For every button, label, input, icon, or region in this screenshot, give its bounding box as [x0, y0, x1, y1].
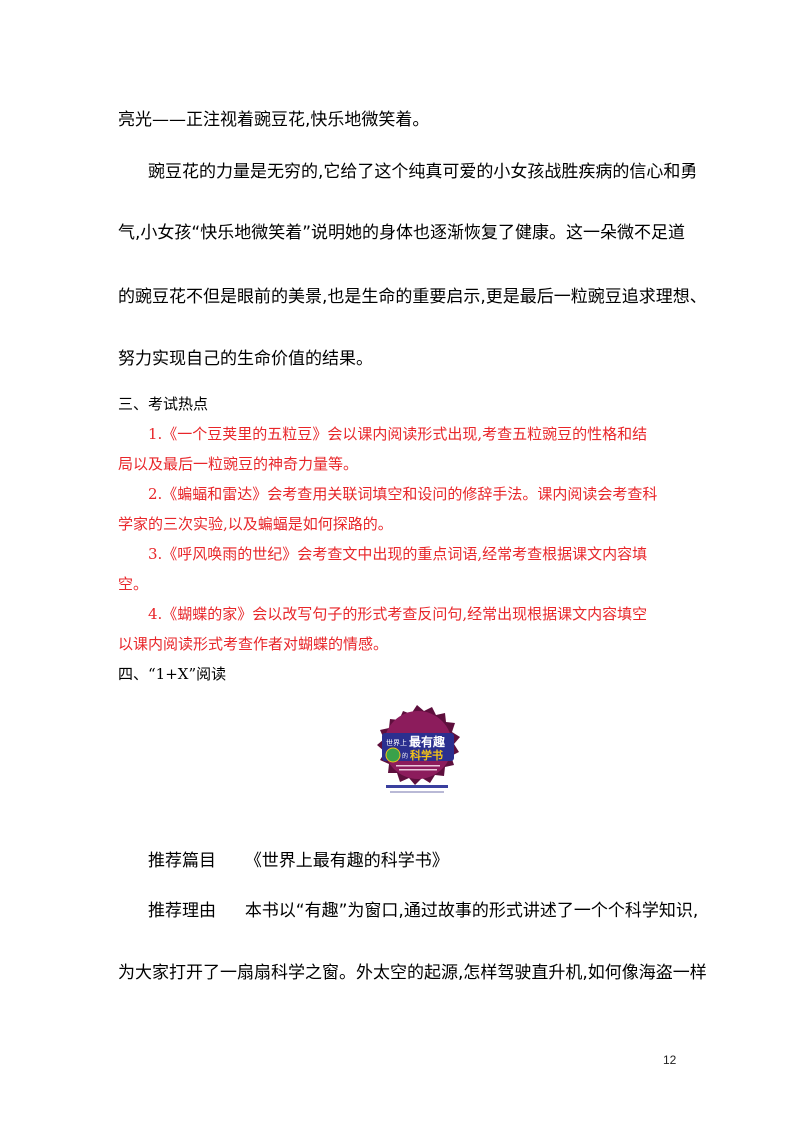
hotspot-item-4-cont: 以课内阅读形式考查作者对蝴蝶的情感。 [118, 635, 389, 653]
hotspot-item-1: 1.《一个豆荚里的五粒豆》会以课内阅读形式出现,考查五粒豌豆的性格和结 [148, 425, 648, 443]
hotspot-item-2: 2.《蝙蝠和雷达》会考查用关联词填空和设问的修辞手法。课内阅读会考查科 [148, 485, 658, 503]
hotspot-item-4: 4.《蝴蝶的家》会以改写句子的形式考查反问句,经常出现根据课文内容填空 [148, 605, 648, 623]
hotspot-item-3: 3.《呼风唤雨的世纪》会考查文中出现的重点词语,经常考查根据课文内容填 [148, 545, 648, 563]
book-cover-footer-line [390, 791, 444, 793]
section-3-heading: 三、考试热点 [118, 395, 209, 413]
book-cover-title-small: 世界上 [386, 738, 407, 747]
body-line-4: 的豌豆花不但是眼前的美景,也是生命的重要启示,更是最后一粒豌豆追求理想、 [118, 287, 707, 307]
section-4-heading: 四、“1+X”阅读 [118, 665, 227, 683]
reason-text-1: 本书以“有趣”为窗口,通过故事的形式讲述了一个个科学知识, [244, 901, 699, 921]
book-cover-subtitle-line [399, 769, 437, 771]
recommend-book-title: 《世界上最有趣的科学书》 [244, 851, 449, 871]
body-line-1: 亮光——正注视着豌豆花,快乐地微笑着。 [118, 110, 430, 130]
recommend-title-label: 推荐篇目 [148, 851, 216, 871]
book-cover-subtitle-line [396, 765, 440, 767]
page-number: 12 [663, 1053, 677, 1067]
reason-line-2: 为大家打开了一扇扇科学之窗。外太空的起源,怎样驾驶直升机,如何像海盗一样 [118, 963, 707, 983]
body-line-5: 努力实现自己的生命价值的结果。 [118, 349, 373, 369]
book-cover-footer-band [386, 785, 448, 788]
book-cover-title-small-2: 的 [402, 752, 408, 760]
recommend-title-line: 推荐篇目 《世界上最有趣的科学书》 [148, 849, 718, 873]
book-cover-title-bottom: 科学书 [410, 748, 443, 762]
reason-line-1: 推荐理由 本书以“有趣”为窗口,通过故事的形式讲述了一个个科学知识, [148, 899, 718, 923]
body-line-3: 气,小女孩“快乐地微笑着”说明她的身体也逐渐恢复了健康。这一朵微不足道 [118, 223, 686, 243]
hotspot-item-3-cont: 空。 [118, 575, 149, 593]
hotspot-item-1-cont: 局以及最后一粒豌豆的神奇力量等。 [118, 455, 359, 473]
reason-label: 推荐理由 [148, 901, 216, 921]
book-cover-image: 世界上 最有趣 的 科学书 [372, 703, 462, 801]
hotspot-item-2-cont: 学家的三次实验,以及蝙蝠是如何探路的。 [118, 515, 393, 533]
body-line-2: 豌豆花的力量是无穷的,它给了这个纯真可爱的小女孩战胜疾病的信心和勇 [148, 162, 698, 182]
book-cover-globe-icon [385, 747, 401, 763]
book-cover-title-big: 最有趣 [409, 734, 446, 749]
